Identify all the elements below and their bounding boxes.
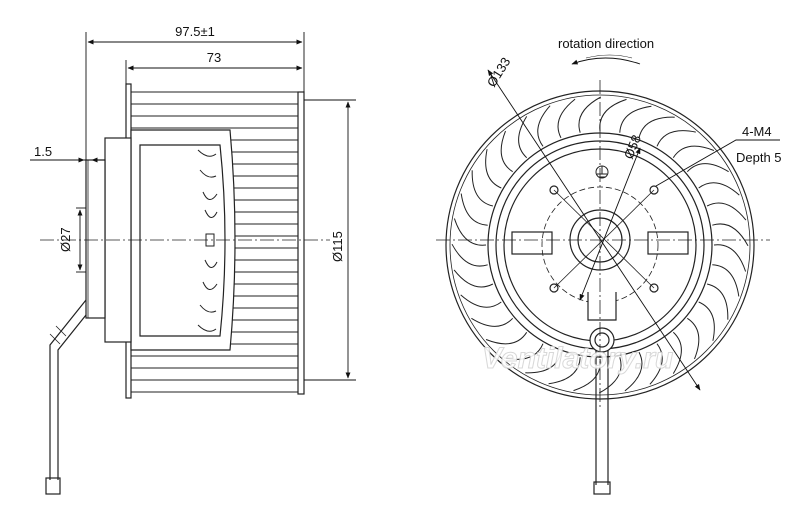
blade	[712, 223, 749, 247]
blade	[557, 98, 576, 139]
motor-slots	[197, 149, 218, 332]
blade	[713, 244, 747, 272]
blade	[453, 218, 487, 246]
blade	[698, 182, 740, 196]
motor-inner	[139, 144, 226, 337]
blade	[687, 317, 700, 360]
front-view	[436, 80, 770, 495]
blade	[619, 105, 652, 133]
blade	[537, 105, 551, 147]
impeller-back-plate	[297, 91, 305, 395]
blade	[698, 301, 715, 341]
side-dimensions	[30, 32, 356, 381]
blade	[451, 243, 488, 267]
impeller-diameter-label: Ø115	[330, 231, 345, 262]
watermark: Ventilatory.ru	[482, 342, 673, 375]
mount-depth-label: Depth 5	[736, 150, 782, 165]
cable	[49, 299, 87, 480]
cable-end	[45, 477, 61, 495]
blade	[706, 283, 729, 320]
blade	[471, 170, 494, 207]
blade	[460, 294, 502, 308]
shaft-offset-label: 1.5	[34, 144, 52, 159]
cable-outlet	[587, 292, 617, 321]
blade	[578, 96, 602, 133]
side-view	[40, 83, 330, 495]
mount-holes-label: 4-M4	[742, 124, 772, 139]
overall-length-label: 97.5±1	[175, 24, 215, 39]
blade	[656, 130, 696, 147]
outer-diameter-label: Ø133	[484, 55, 514, 90]
blade	[712, 264, 740, 297]
cable-front-end	[593, 481, 611, 495]
blade	[485, 149, 502, 189]
blade	[706, 202, 747, 221]
hub-diameter-label: Ø27	[58, 227, 73, 252]
mount-hole-leader	[655, 139, 780, 187]
front-dimension-labels: rotation direction Ø133 Ø58 4-M4 Depth 5	[484, 36, 782, 165]
blade	[471, 317, 514, 327]
blade	[672, 331, 682, 374]
bolt-circle-leader	[579, 147, 641, 301]
impeller-length-label: 73	[207, 50, 221, 65]
blade	[500, 130, 513, 173]
blade	[638, 116, 675, 139]
rotation-arrow	[571, 57, 641, 65]
rotation-direction-label: rotation direction	[558, 36, 654, 51]
blade	[453, 269, 494, 288]
side-dimension-labels: 97.5±1 73 1.5 Ø27 Ø115	[34, 24, 345, 262]
motor-hub	[85, 159, 106, 319]
blade	[460, 193, 488, 226]
blade	[599, 98, 627, 132]
front-dimensions	[487, 54, 780, 391]
